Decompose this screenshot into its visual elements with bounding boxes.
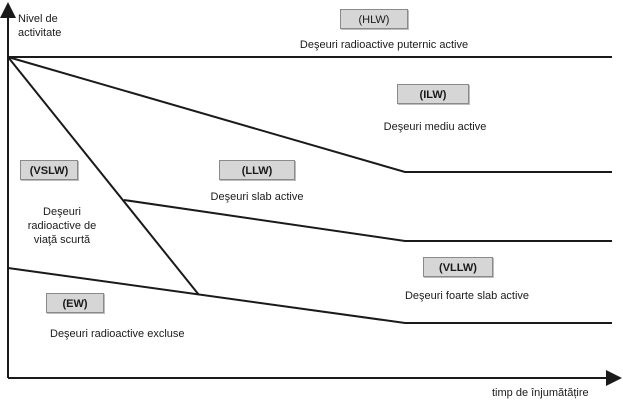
ilw-description: Deşeuri mediu active (383, 121, 487, 133)
hlw-badge: (HLW) (340, 9, 408, 29)
vllw-description: Deşeuri foarte slab active (404, 290, 530, 302)
llw-badge: (LLW) (219, 160, 295, 180)
vslw-boundary-line (7, 56, 200, 296)
vslw-description-line3: viaţă scurtă (33, 234, 91, 246)
ew-badge: (EW) (46, 293, 104, 313)
llw-description: Deşeuri slab active (210, 191, 304, 203)
y-axis-label-line2: activitate (18, 27, 62, 39)
ilw-llw-boundary-line (7, 56, 612, 173)
vslw-badge: (VSLW) (20, 160, 78, 180)
vllw-badge: (VLLW) (423, 257, 493, 277)
vslw-description-line2: radioactive de (27, 220, 97, 232)
x-axis-label: timp de înjumătățire (492, 387, 589, 399)
y-axis-label-line1: Nivel de (18, 13, 58, 25)
llw-vllw-boundary-line (123, 199, 612, 242)
vslw-description-line1: Deşeuri (43, 206, 81, 218)
hlw-description: Deşeuri radioactive puternic active (299, 39, 469, 51)
ilw-badge: (ILW) (397, 84, 469, 104)
ew-description: Deşeuri radioactive excluse (50, 328, 185, 340)
vllw-ew-boundary-line (7, 267, 612, 324)
